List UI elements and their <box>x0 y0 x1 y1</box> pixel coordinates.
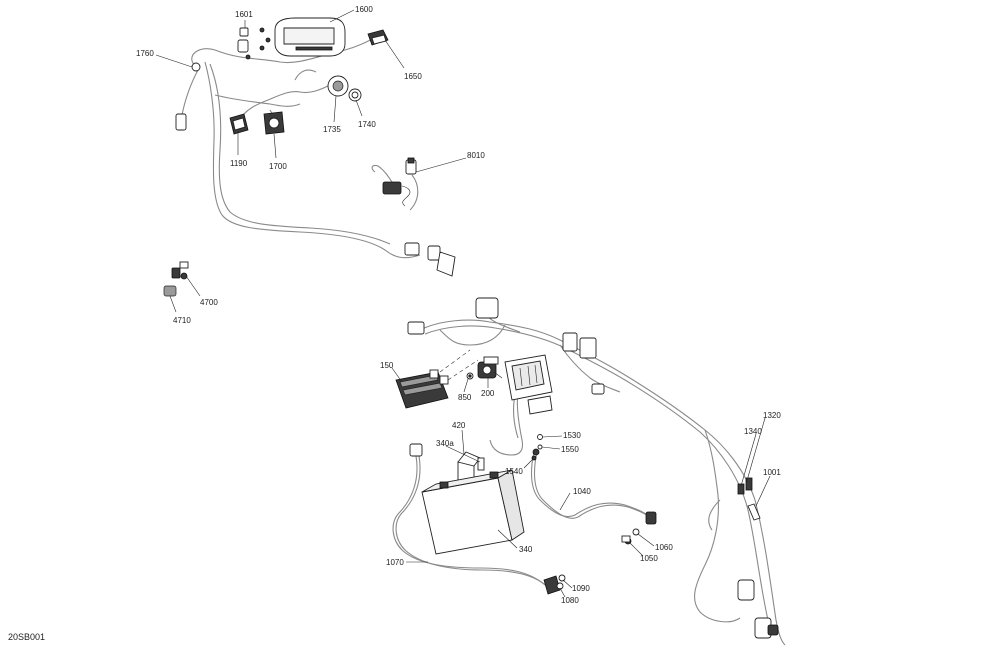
display-screws <box>237 27 271 60</box>
harness-clip <box>191 62 201 72</box>
label-1760: 1760 <box>136 49 154 58</box>
label-420: 420 <box>452 421 466 430</box>
label-1540: 1540 <box>505 467 523 476</box>
label-1040: 1040 <box>573 487 591 496</box>
label-1190: 1190 <box>230 159 248 168</box>
connector-1190 <box>229 113 249 135</box>
ground-hardware <box>621 528 640 545</box>
label-1740: 1740 <box>358 120 376 129</box>
label-1070: 1070 <box>386 558 404 567</box>
harness-connector <box>407 321 425 335</box>
label-8010: 8010 <box>467 151 485 160</box>
label-1700: 1700 <box>269 162 287 171</box>
label-1650: 1650 <box>404 72 422 81</box>
label-340: 340 <box>519 545 533 554</box>
label-1530: 1530 <box>563 431 581 440</box>
leader-lines <box>155 9 771 598</box>
harness-connector <box>591 383 605 395</box>
diagram-reference-code: 20SB001 <box>8 632 45 642</box>
label-1090: 1090 <box>572 584 590 593</box>
label-1320: 1320 <box>763 411 781 420</box>
voltage-regulator <box>395 369 449 409</box>
harness-connector <box>737 579 755 601</box>
harness-connector <box>427 245 441 261</box>
harness-connector <box>436 251 456 277</box>
fuse-holder <box>737 477 761 521</box>
dess-key-assembly <box>371 157 419 211</box>
fuse-box <box>504 354 553 415</box>
battery <box>421 469 525 555</box>
label-1050: 1050 <box>640 554 658 563</box>
switch-assembly <box>327 75 362 102</box>
upper-wiring-harness <box>175 35 456 277</box>
terminal-hardware <box>531 434 543 461</box>
label-1080: 1080 <box>561 596 579 605</box>
part-labels: 1600 1601 1650 1760 1735 1740 1190 1700 … <box>136 5 781 605</box>
switch-1700 <box>263 111 285 135</box>
display-connector <box>367 29 389 46</box>
fastener-4700-4710 <box>163 261 189 297</box>
harness-connector <box>562 332 578 352</box>
label-1601: 1601 <box>235 10 253 19</box>
label-150: 150 <box>380 361 394 370</box>
label-1060: 1060 <box>655 543 673 552</box>
label-340a: 340a <box>436 439 454 448</box>
harness-connector <box>767 624 779 636</box>
label-850: 850 <box>458 393 472 402</box>
label-1001: 1001 <box>763 468 781 477</box>
label-1550: 1550 <box>561 445 579 454</box>
assembly-guide <box>439 349 479 381</box>
harness-connector <box>404 242 420 256</box>
label-1735: 1735 <box>323 125 341 134</box>
battery-cable-1040 <box>530 448 657 525</box>
starter-solenoid <box>466 356 503 380</box>
battery-bolt <box>477 457 485 471</box>
instrument-cluster <box>274 17 346 57</box>
label-200: 200 <box>481 389 495 398</box>
battery-cable-1070 <box>392 443 566 595</box>
label-4700: 4700 <box>200 298 218 307</box>
harness-connector <box>475 297 499 319</box>
label-4710: 4710 <box>173 316 191 325</box>
harness-connector <box>579 337 597 359</box>
label-1600: 1600 <box>355 5 373 14</box>
harness-connector <box>175 113 187 131</box>
label-1340: 1340 <box>744 427 762 436</box>
